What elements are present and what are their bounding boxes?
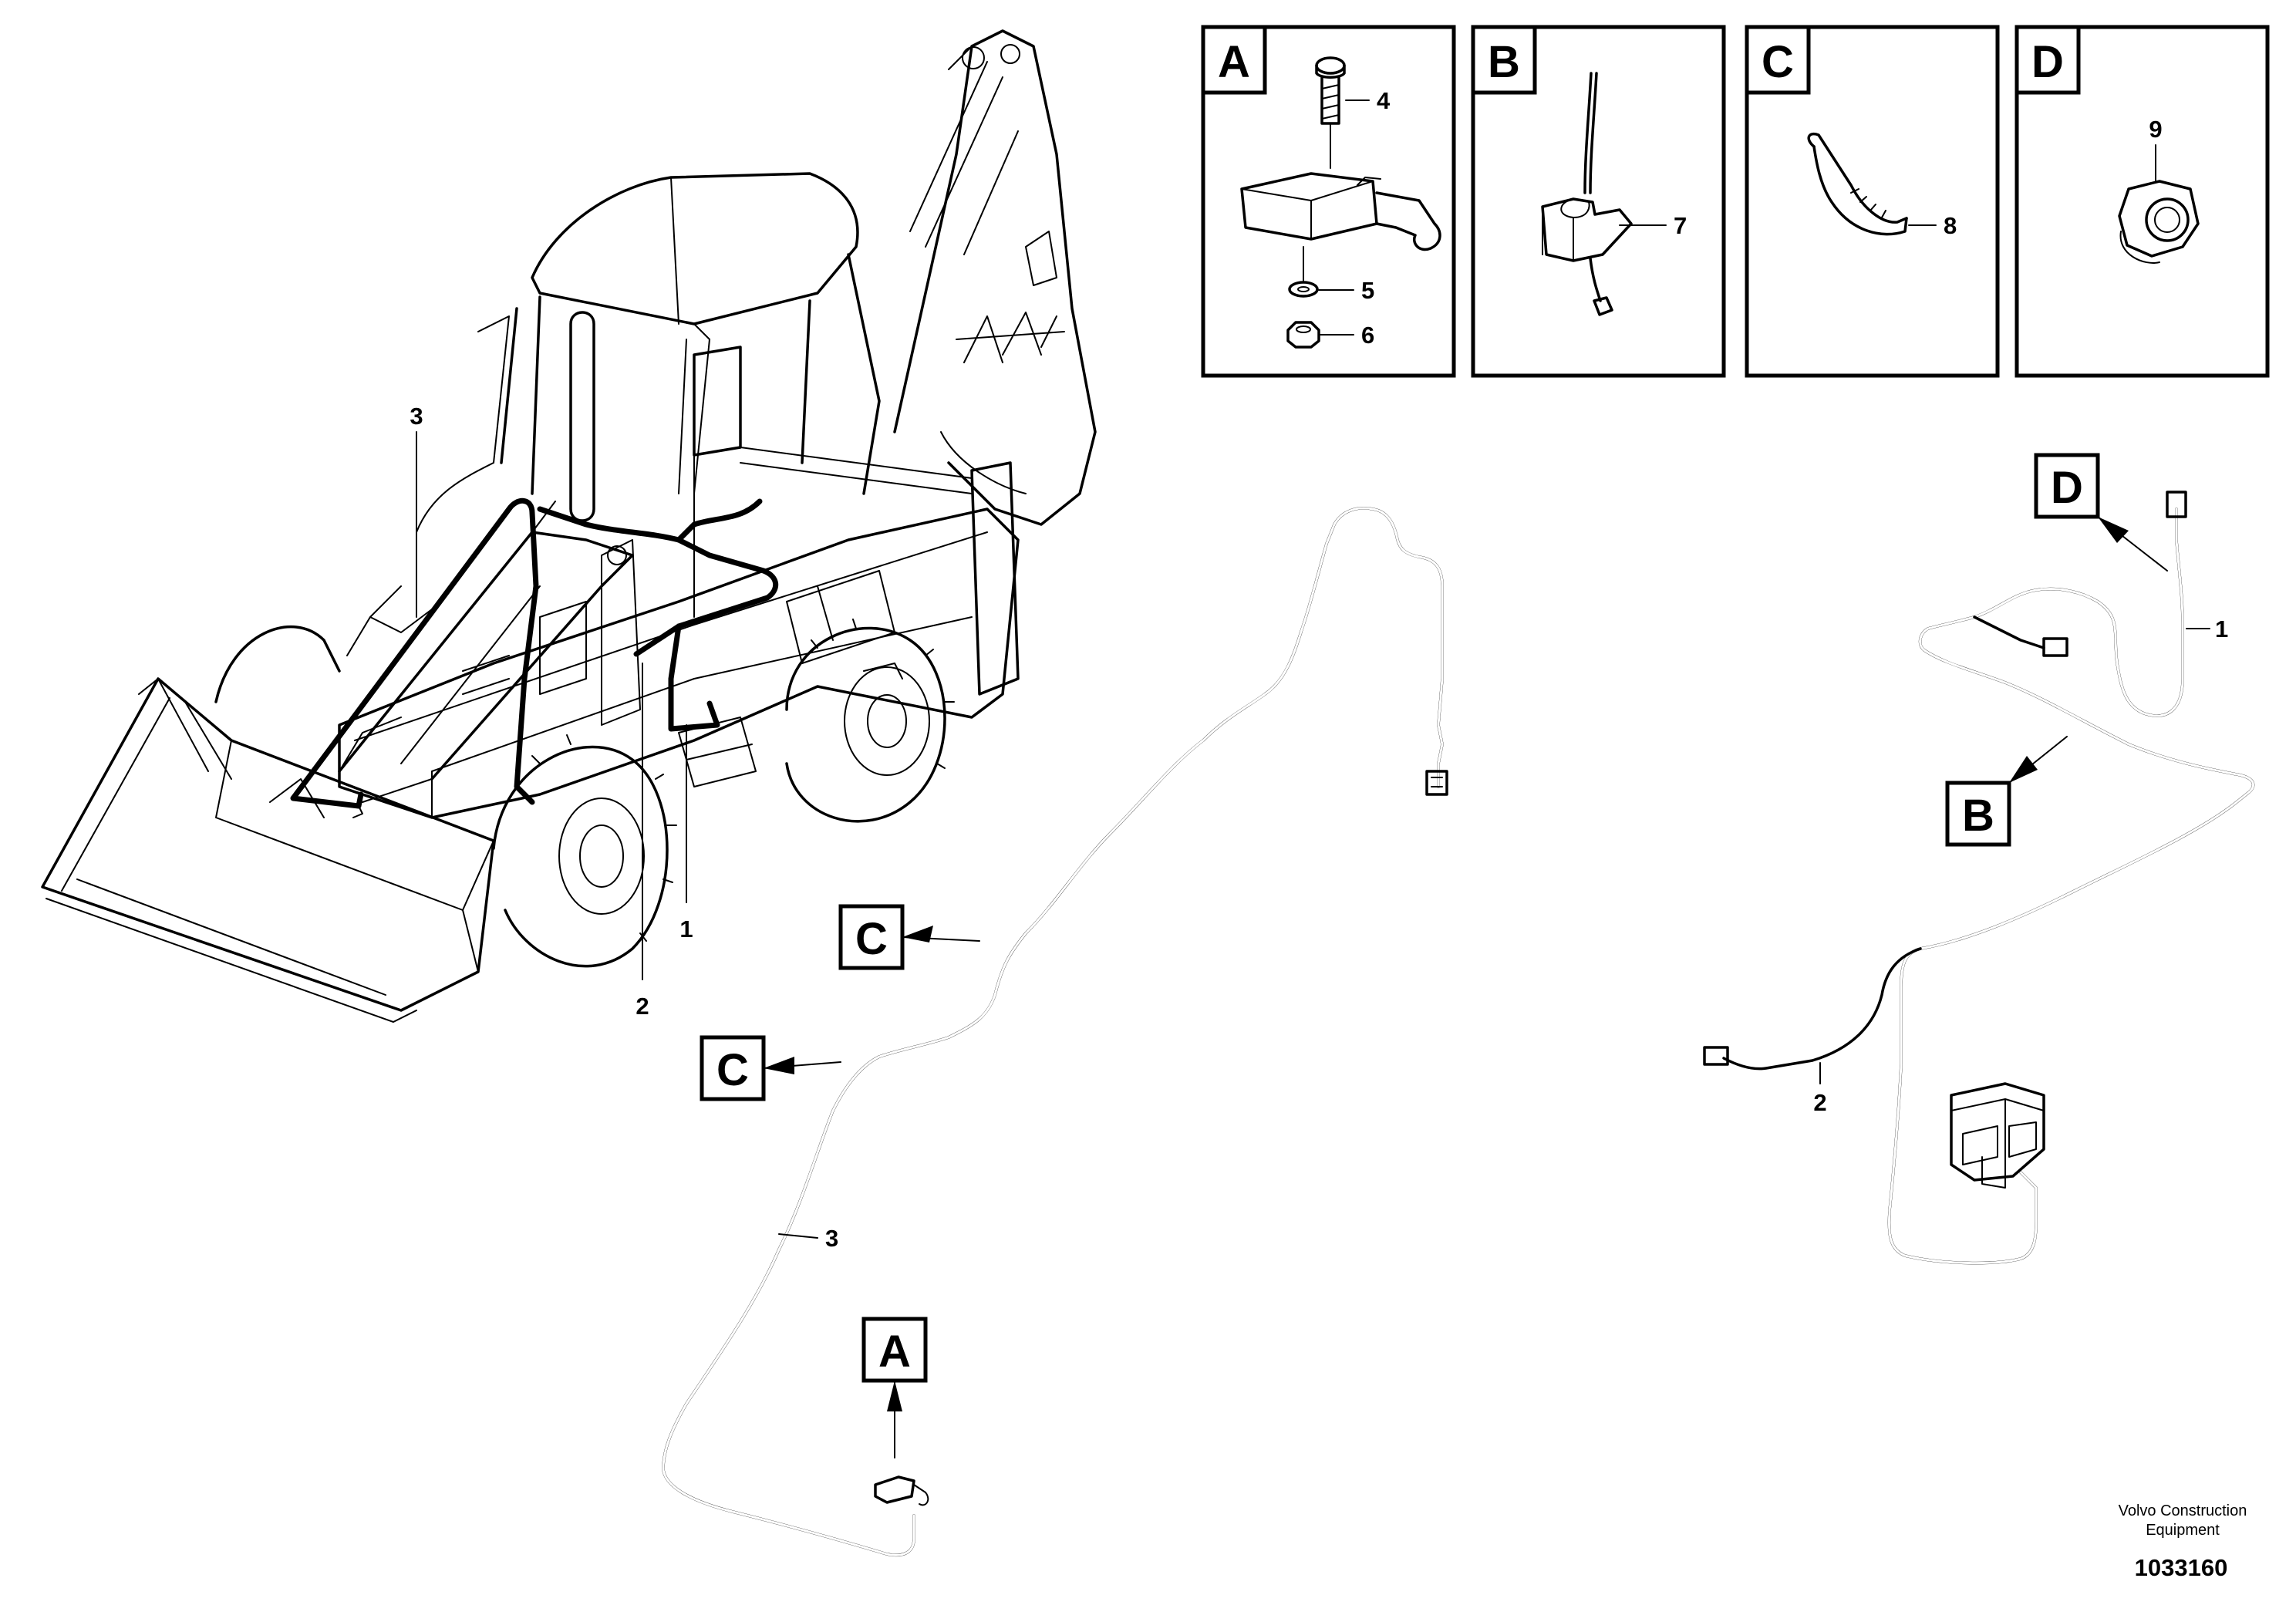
detail-panel-c: C 8 [1745,25,2000,378]
view-tag-c-lower: C [700,1035,841,1101]
view-tag-a-bottom-letter: A [878,1327,911,1377]
machine-leader-lines [416,431,687,980]
cab [416,172,881,533]
part-label-4: 4 [1377,87,1391,114]
detail-panel-c-letter: C [1762,37,1794,87]
detail-panel-d: D 9 [2014,25,2270,378]
sensor-block-icon [1240,172,1441,251]
front-left-wheel [214,625,341,703]
part-label-5: 5 [1361,277,1374,304]
view-tag-b-right-letter: B [1962,791,1994,841]
front-bucket [41,677,495,1023]
detail-panel-d-letter: D [2031,37,2064,87]
connector-icon [1703,1046,1729,1066]
screw-icon [1315,56,1370,169]
detail-panel-b: B 7 [1471,25,1726,378]
part-label-6: 6 [1361,322,1374,349]
relay-box-icon [1950,1082,2045,1189]
drawing-number: 1033160 [2135,1554,2228,1581]
harness-callout-1: 1 [2215,615,2228,642]
harness-3: 3 [662,507,1448,1556]
backhoe-loader-illustration: 3 2 1 [41,29,1097,1023]
view-tag-c-upper-letter: C [855,914,888,964]
view-tag-d-right: D [2034,453,2168,572]
harness-1-2: 1 2 [1703,491,2255,1265]
harness-callout-2: 2 [1813,1089,1826,1116]
flange-nut-icon [2118,180,2200,264]
machine-callout-2: 2 [636,993,649,1020]
view-tag-b-right: B [1945,736,2068,847]
detail-panel-a-letter: A [1218,37,1250,87]
machine-callout-3: 3 [410,403,423,430]
view-tag-c-upper: C [838,904,980,970]
harness-callout-3: 3 [825,1225,838,1252]
nut-icon [1286,321,1320,349]
part-label-8: 8 [1944,212,1957,239]
backhoe-boom [893,29,1097,526]
front-wheel [492,734,677,968]
view-tag-d-right-letter: D [2051,463,2083,513]
sensor-icon [874,1475,915,1504]
view-tag-a-bottom: A [861,1317,928,1458]
wire-clip-icon [1541,72,1667,316]
chassis-frame [338,346,1020,819]
machine-harness-routes [290,497,779,818]
detail-panel-b-letter: B [1488,37,1520,87]
company-name-line2: Equipment [2146,1522,2220,1539]
company-name-line1: Volvo Construction [2119,1502,2247,1519]
part-label-9: 9 [2149,116,2162,143]
cable-tie-icon [1807,133,1937,236]
connector-icon [2166,491,2187,518]
part-label-7: 7 [1674,212,1687,239]
connector-icon [2042,637,2068,657]
rear-wheel [785,619,955,823]
view-tag-c-lower-letter: C [716,1045,749,1095]
machine-callout-1: 1 [679,916,693,943]
loader-arm [338,501,634,803]
detail-panel-a: A 4 5 6 [1201,25,1456,378]
connector-icon [1425,770,1448,796]
